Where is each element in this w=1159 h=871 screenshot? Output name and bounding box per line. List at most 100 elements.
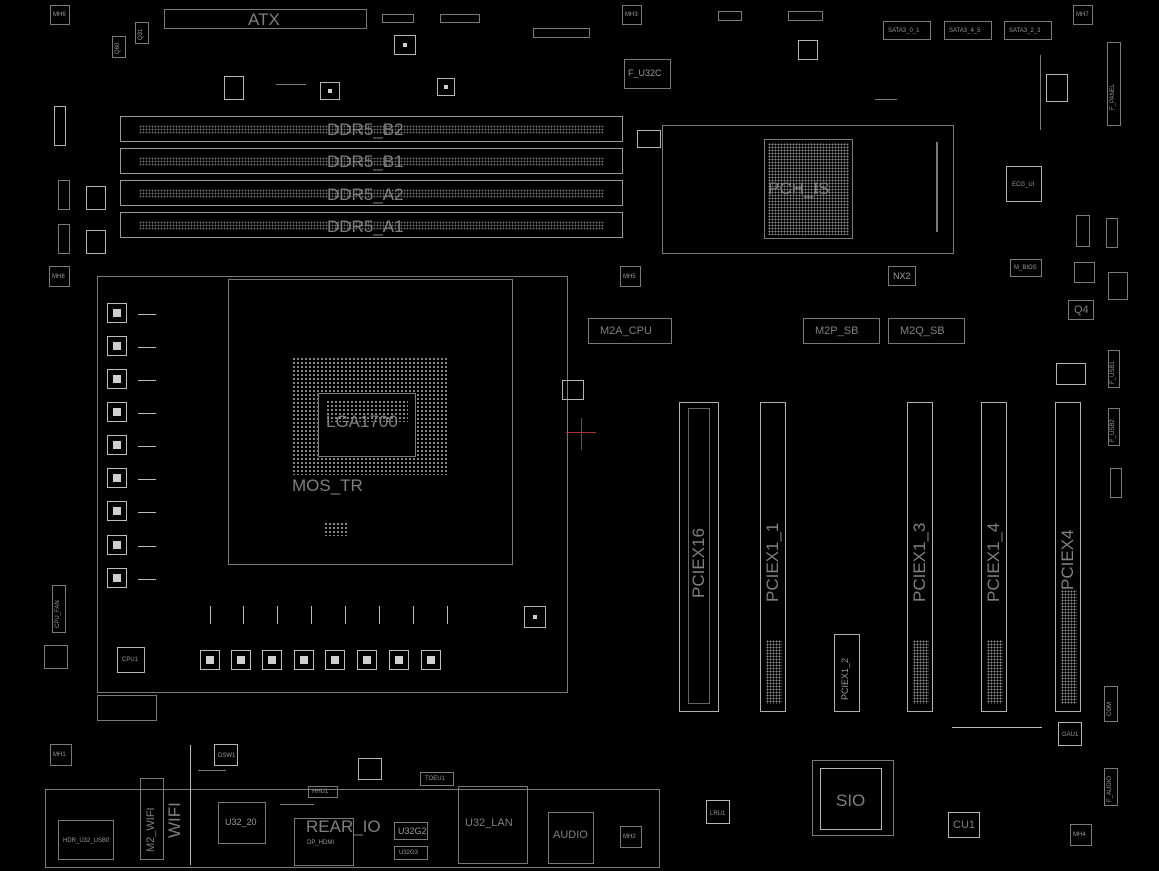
pcie-bottom-rail — [952, 727, 1042, 728]
m-bios-chip — [1010, 259, 1042, 277]
mount-hole-top-mid — [622, 5, 642, 25]
pch-rail — [936, 142, 938, 232]
ic-top-7 — [54, 106, 66, 146]
inductor-b3 — [277, 606, 278, 624]
rear-io-region — [45, 789, 660, 868]
pciex16-slot — [679, 402, 719, 712]
header-strip-5 — [788, 11, 823, 21]
com-header — [1104, 686, 1118, 722]
toeu1-chip — [420, 772, 454, 786]
mount-hole-right-bottom — [1070, 824, 1092, 846]
cpu-fan-chip — [117, 647, 145, 673]
ic-top-1 — [394, 35, 416, 55]
inductor-l5 — [138, 446, 156, 447]
toeu1-label: TOEU1 — [425, 776, 445, 782]
vrm-bottom-3 — [262, 650, 282, 670]
mh4-label: MH4 — [1073, 832, 1086, 838]
pciex4-label: PCIEX4 — [1058, 529, 1077, 590]
lga-label: LGA1700 — [326, 412, 398, 431]
u32g3-label: U32G3 — [399, 850, 419, 856]
mos-tr-label: MOS_TR — [292, 476, 363, 495]
inductor-b4 — [311, 606, 312, 624]
hhu1-chip — [308, 786, 338, 798]
m2p-sb-label: M2P_SB — [815, 325, 859, 337]
dsw1-chip — [214, 744, 238, 766]
inductor-l1 — [138, 314, 156, 315]
fan-header-left-1 — [58, 180, 70, 210]
audio-jack — [548, 812, 594, 864]
inductor-b8 — [447, 606, 448, 624]
bottom-trace-2 — [280, 804, 314, 805]
dimm-slot-b1 — [120, 148, 623, 174]
dp-hdmi-label: DP_HDMI — [307, 840, 335, 846]
pciex1-3-pins — [913, 640, 929, 704]
com-label: COM — [1107, 702, 1113, 716]
atx-connector — [164, 9, 367, 29]
u32-lan-port — [458, 786, 528, 864]
pciex4-pins — [1061, 590, 1077, 704]
cpu-fan-label: CPU_FAN — [55, 600, 61, 628]
pciex1-3-slot — [907, 402, 933, 712]
mount-hole-bottom-left — [50, 744, 72, 766]
pciex1-2-label: PCIEX1_2 — [840, 657, 850, 700]
ic-left-2 — [86, 230, 106, 254]
trace-top-2 — [875, 99, 897, 100]
m-bios-label: M_BIOS — [1014, 265, 1037, 271]
mount-hole-left-mid-label: MH8 — [52, 274, 65, 280]
lrd1-label: LRU1 — [710, 811, 726, 817]
inductor-b5 — [345, 606, 346, 624]
u32g3-port — [394, 846, 428, 860]
u32-20-port — [218, 802, 266, 844]
right-header-2 — [1076, 215, 1090, 247]
header-strip-3 — [533, 28, 590, 38]
pch-region — [662, 125, 954, 254]
sata-3-label: SATA3_2_3 — [1009, 28, 1041, 34]
hdr-usb-label: HDR_U32_USB0 — [63, 838, 110, 844]
mh1-label: MH1 — [53, 752, 66, 758]
audio-label: AUDIO — [553, 829, 588, 841]
pciex1-3-label: PCIEX1_3 — [910, 522, 929, 602]
vrm-bottom-6 — [357, 650, 377, 670]
sio-label: SIO — [836, 791, 866, 810]
mount-hole-far-right — [1074, 262, 1095, 283]
fan-header-left-2 — [58, 224, 70, 254]
u32-lan-label: U32_LAN — [465, 817, 513, 829]
dimm-slot-b2 — [120, 116, 623, 142]
f-u32c-label: F_U32C — [628, 68, 662, 78]
sio-region — [812, 760, 894, 836]
gau1-label: GAU1 — [1062, 732, 1079, 738]
vrm-phase-2 — [107, 336, 127, 356]
q80-label: Q80 — [115, 42, 121, 54]
dimm-b1-label: DDR5_B1 — [327, 152, 404, 171]
q4-chip — [1068, 300, 1094, 320]
bottom-trace-1 — [198, 770, 226, 771]
inductor-b2 — [243, 606, 244, 624]
mount-hole-top-right-label: MH7 — [1076, 12, 1089, 18]
inductor-l4 — [138, 413, 156, 414]
mount-hole-bottom-mid — [620, 826, 642, 848]
lrd1-chip — [706, 800, 730, 824]
pch-ball-grid — [768, 143, 849, 235]
inductor-l3 — [138, 380, 156, 381]
inductor-b6 — [379, 606, 380, 624]
cpu-socket-outline — [228, 279, 513, 565]
dimm-a1-label: DDR5_A1 — [327, 217, 404, 236]
ec-chip — [1006, 166, 1042, 202]
pciex1-4-slot — [981, 402, 1007, 712]
lga-inner-pads — [326, 400, 408, 422]
mount-hole-right-mid-label: MH5 — [623, 274, 636, 280]
m2a-cpu-connector — [588, 318, 672, 344]
mount-hole-top-left — [50, 5, 70, 25]
q31-box — [135, 22, 149, 44]
dimm-slot-a1 — [120, 212, 623, 238]
pch-chip — [764, 139, 853, 239]
f-panel-header — [1107, 42, 1121, 126]
f-audio-label: F_AUDIO — [1107, 775, 1113, 802]
vrm-bottom-8 — [421, 650, 441, 670]
q31-label: Q31 — [138, 28, 144, 40]
u32-20-label: U32_20 — [225, 817, 257, 827]
hdr-usb-connector — [58, 820, 114, 860]
f-panel-label: F_PANEL — [1110, 83, 1116, 110]
sata-2-label: SATA3_4_5 — [949, 28, 981, 34]
